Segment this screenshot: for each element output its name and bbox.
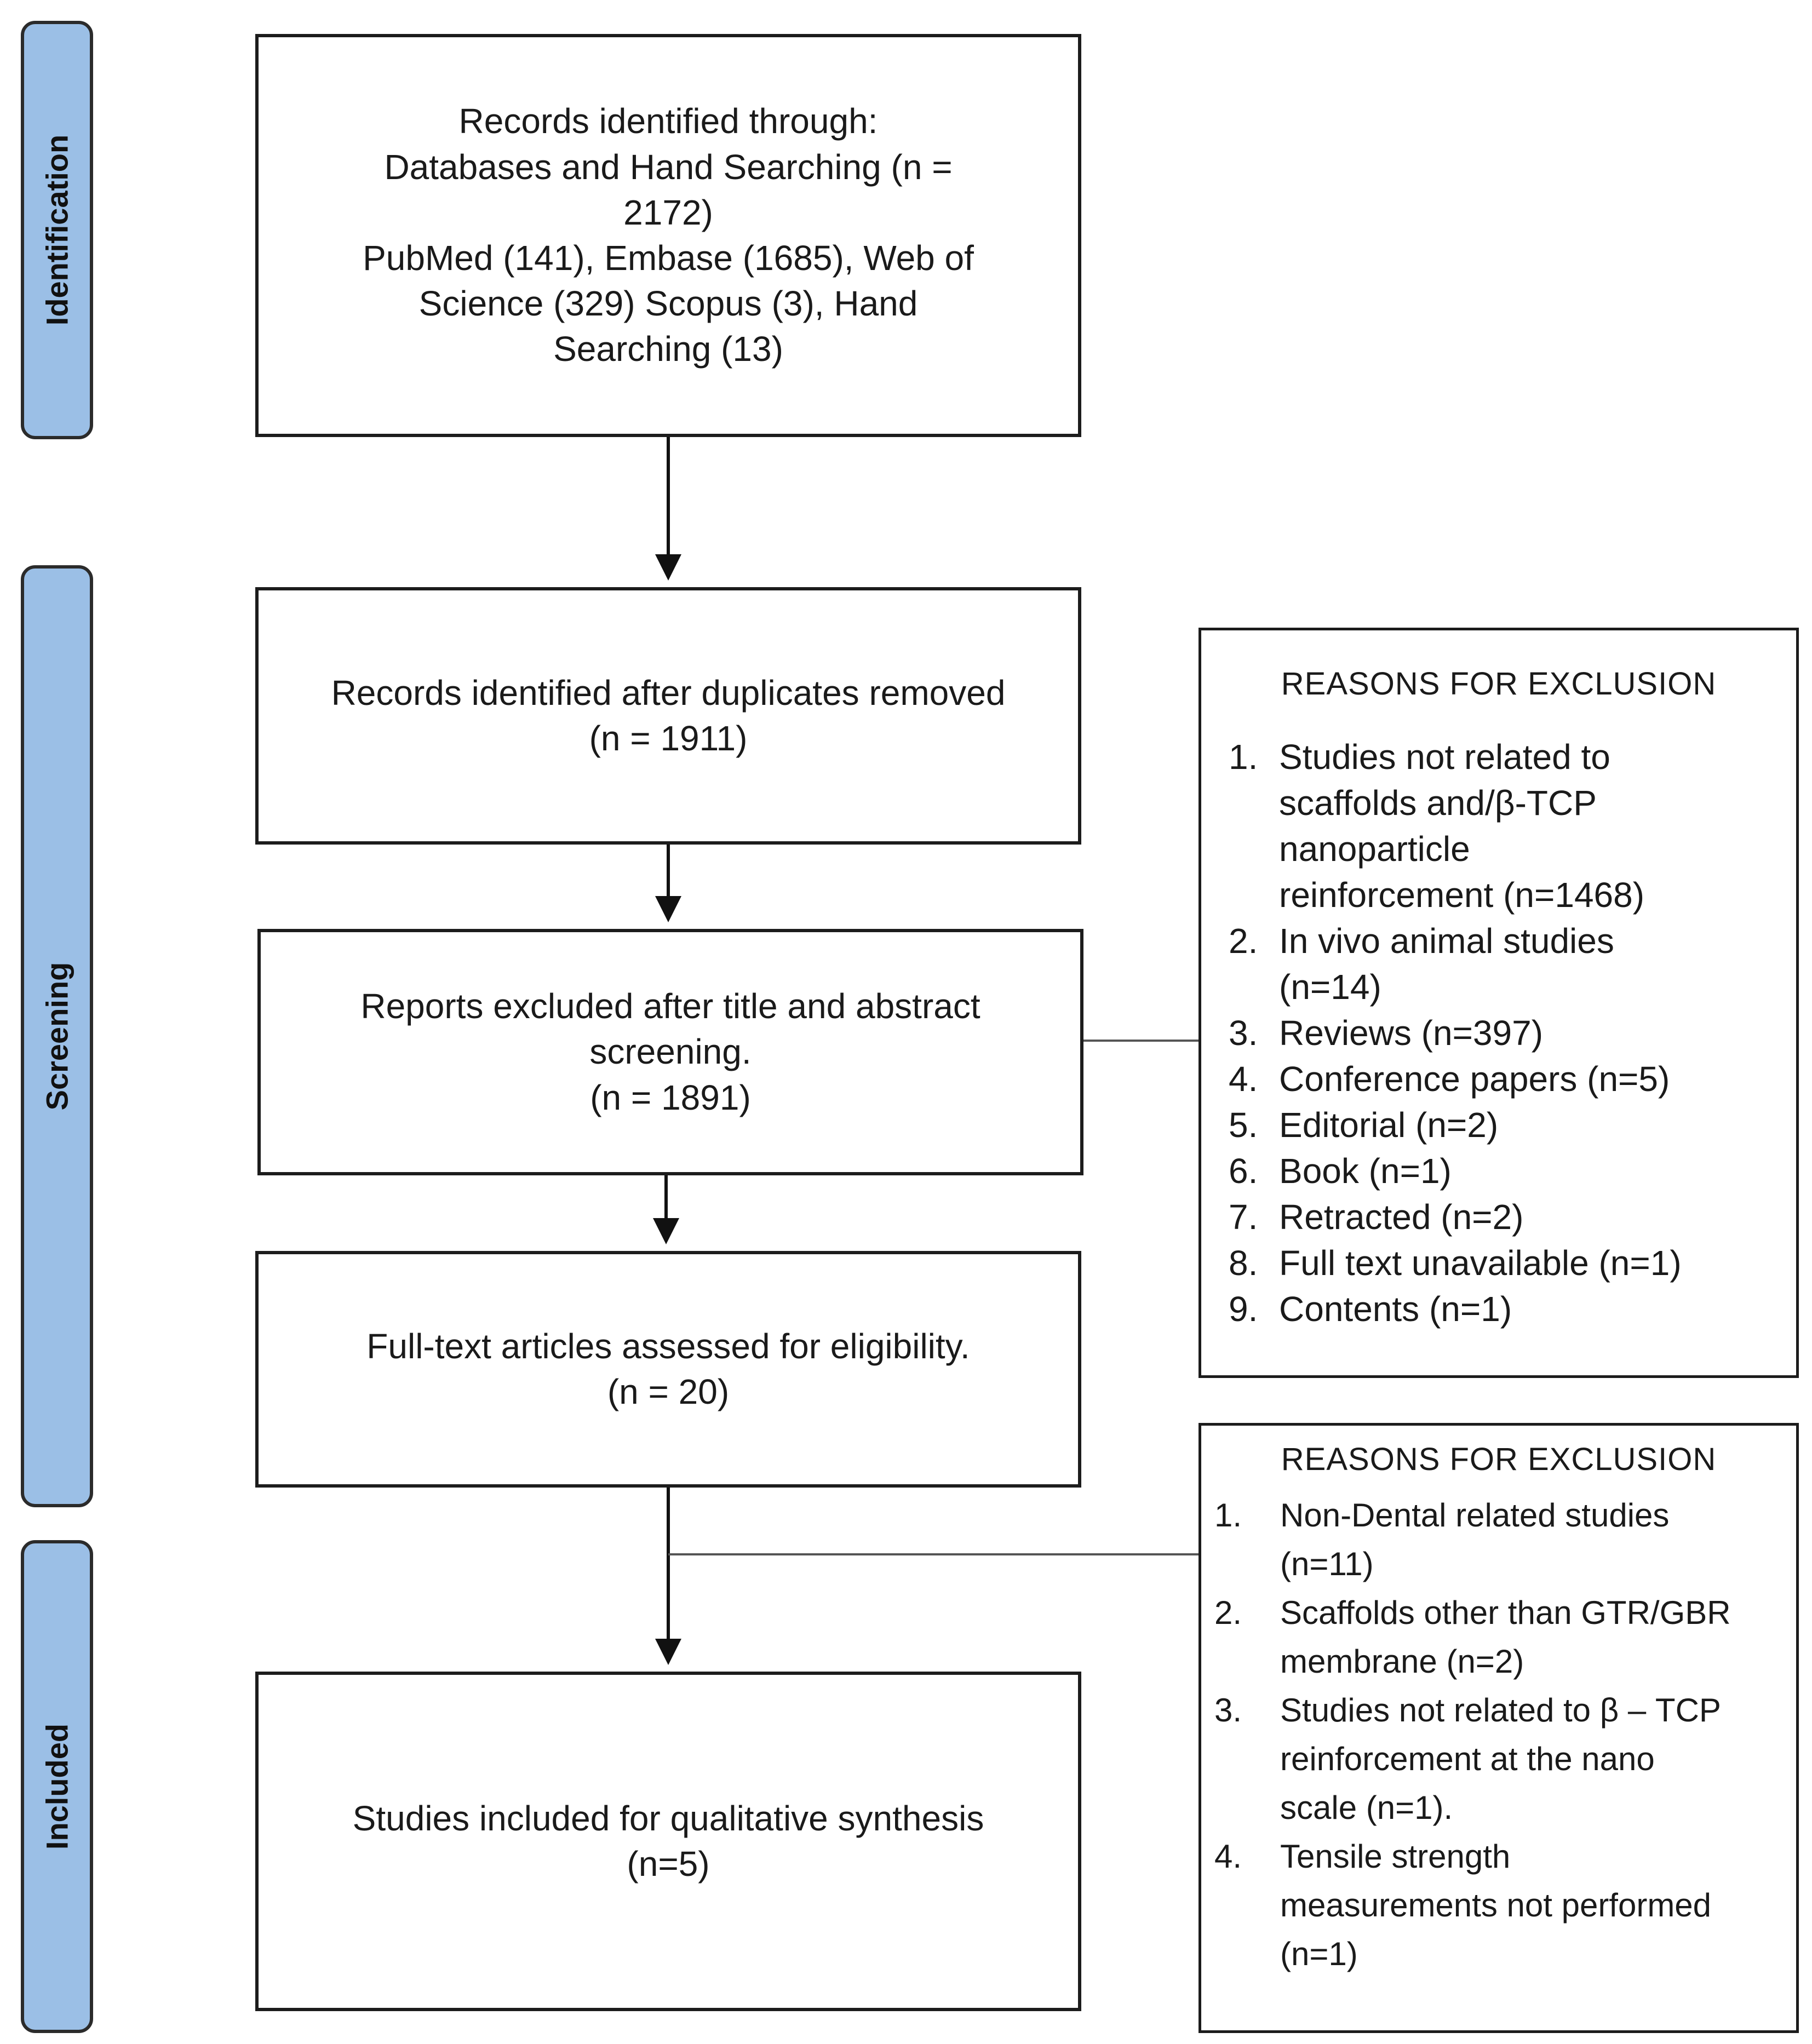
exclusion-1-item-num: 1. bbox=[1229, 737, 1258, 777]
exclusion-1-item-num: 5. bbox=[1229, 1105, 1258, 1145]
exclusion-2-title: REASONS FOR EXCLUSION bbox=[1281, 1442, 1717, 1477]
title-abstract-line-1: Reports excluded after title and abstrac… bbox=[360, 986, 980, 1026]
exclusion-2-item-1-line-2: (n=11) bbox=[1280, 1546, 1374, 1582]
exclusion-2-item: 4. Tensile strength measurements not per… bbox=[1214, 1832, 1774, 1978]
exclusion-2-item-2-line-1: Scaffolds other than GTR/GBR bbox=[1280, 1594, 1731, 1631]
exclusion-2-item-text: Non-Dental related studies (n=11) bbox=[1280, 1491, 1774, 1588]
exclusion-1-item-num: 8. bbox=[1229, 1243, 1258, 1283]
exclusion-1-item-num: 3. bbox=[1229, 1013, 1258, 1053]
exclusion-1-item-num: 2. bbox=[1229, 921, 1258, 961]
box-studies-included: Studies included for qualitative synthes… bbox=[255, 1672, 1081, 2011]
exclusion-2-item-4-line-1: Tensile strength bbox=[1280, 1838, 1511, 1875]
exclusion-2-item-text: Studies not related to β – TCP reinforce… bbox=[1280, 1686, 1774, 1832]
identified-line-6: Searching (13) bbox=[553, 329, 783, 369]
identified-line-5: Science (329) Scopus (3), Hand bbox=[418, 284, 918, 324]
box-exclusion-reasons-1: REASONS FOR EXCLUSION 1. Studies not rel… bbox=[1199, 628, 1799, 1378]
identified-line-3: 2172) bbox=[623, 192, 713, 232]
box-full-text-assessed: Full-text articles assessed for eligibil… bbox=[255, 1251, 1081, 1488]
title-abstract-line-2: screening. bbox=[589, 1032, 752, 1072]
exclusion-2-item-num: 3. bbox=[1214, 1692, 1242, 1729]
exclusion-2-item-text: Tensile strength measurements not perfor… bbox=[1280, 1832, 1774, 1978]
exclusion-1-list: 1. Studies not related to scaffolds and/… bbox=[1229, 734, 1774, 1332]
exclusion-2-item-num: 4. bbox=[1214, 1838, 1242, 1875]
exclusion-2-item-1-line-1: Non-Dental related studies bbox=[1280, 1497, 1670, 1534]
exclusion-2-item: 1. Non-Dental related studies (n=11) bbox=[1214, 1491, 1774, 1588]
full-text-line-2: (n = 20) bbox=[607, 1372, 730, 1411]
exclusion-1-item-1-line-4: reinforcement (n=1468) bbox=[1279, 875, 1645, 915]
duplicates-line-2: (n = 1911) bbox=[589, 719, 748, 758]
exclusion-1-item-1-line-2: scaffolds and/β-TCP bbox=[1279, 783, 1597, 823]
exclusion-1-item-2-line-2: (n=14) bbox=[1279, 967, 1381, 1007]
exclusion-1-item: 6. Book (n=1) bbox=[1229, 1148, 1774, 1194]
exclusion-2-item-2-line-2: membrane (n=2) bbox=[1280, 1643, 1524, 1680]
exclusion-1-item-text: Retracted (n=2) bbox=[1279, 1197, 1524, 1237]
exclusion-1-item: 4. Conference papers (n=5) bbox=[1229, 1056, 1774, 1102]
box-title-abstract-excluded-text: Reports excluded after title and abstrac… bbox=[261, 984, 1080, 1121]
included-line-1: Studies included for qualitative synthes… bbox=[352, 1798, 984, 1838]
identified-line-2: Databases and Hand Searching (n = bbox=[384, 147, 953, 187]
exclusion-1-item-text: Full text unavailable (n=1) bbox=[1279, 1243, 1682, 1283]
exclusion-1-item-num: 9. bbox=[1229, 1289, 1258, 1329]
exclusion-1-item: 7. Retracted (n=2) bbox=[1229, 1194, 1774, 1240]
exclusion-1-item: 8. Full text unavailable (n=1) bbox=[1229, 1240, 1774, 1286]
exclusion-1-item-1-line-1: Studies not related to bbox=[1279, 737, 1610, 777]
exclusion-2-item-3-line-1: Studies not related to β – TCP bbox=[1280, 1692, 1721, 1729]
title-abstract-line-3: (n = 1891) bbox=[590, 1077, 751, 1117]
exclusion-1-item-text: Conference papers (n=5) bbox=[1279, 1059, 1670, 1099]
exclusion-1-item-text: Studies not related to scaffolds and/β-T… bbox=[1279, 734, 1774, 918]
exclusion-1-item-num: 6. bbox=[1229, 1151, 1258, 1191]
exclusion-1-item-1-line-3: nanoparticle bbox=[1279, 829, 1470, 869]
box-duplicates-removed-text: Records identified after duplicates remo… bbox=[259, 670, 1078, 761]
stage-identification: Identification bbox=[21, 21, 93, 439]
exclusion-2-item: 2. Scaffolds other than GTR/GBR membrane… bbox=[1214, 1588, 1774, 1686]
exclusion-2-item: 3. Studies not related to β – TCP reinfo… bbox=[1214, 1686, 1774, 1832]
exclusion-1-item: 1. Studies not related to scaffolds and/… bbox=[1229, 734, 1774, 918]
exclusion-1-item-num: 7. bbox=[1229, 1197, 1258, 1237]
exclusion-2-item-text: Scaffolds other than GTR/GBR membrane (n… bbox=[1280, 1588, 1774, 1686]
exclusion-2-item-3-line-2: reinforcement at the nano bbox=[1280, 1741, 1655, 1777]
exclusion-2-item-3-line-3: scale (n=1). bbox=[1280, 1789, 1453, 1826]
exclusion-1-item: 3. Reviews (n=397) bbox=[1229, 1010, 1774, 1056]
box-studies-included-text: Studies included for qualitative synthes… bbox=[259, 1796, 1078, 1887]
exclusion-1-item-text: In vivo animal studies (n=14) bbox=[1279, 918, 1774, 1010]
exclusion-2-list: 1. Non-Dental related studies (n=11) 2. … bbox=[1214, 1491, 1774, 1978]
exclusion-1-item-text: Contents (n=1) bbox=[1279, 1289, 1512, 1329]
exclusion-1-item-text: Reviews (n=397) bbox=[1279, 1013, 1543, 1053]
exclusion-1-item: 9. Contents (n=1) bbox=[1229, 1286, 1774, 1332]
exclusion-1-item-text: Book (n=1) bbox=[1279, 1151, 1452, 1191]
exclusion-1-item-text: Editorial (n=2) bbox=[1279, 1105, 1499, 1145]
box-title-abstract-excluded: Reports excluded after title and abstrac… bbox=[257, 929, 1083, 1175]
exclusion-1-item-2-line-1: In vivo animal studies bbox=[1279, 921, 1614, 961]
box-full-text-assessed-text: Full-text articles assessed for eligibil… bbox=[259, 1324, 1078, 1415]
included-line-2: (n=5) bbox=[627, 1844, 710, 1884]
exclusion-1-item: 5. Editorial (n=2) bbox=[1229, 1102, 1774, 1148]
exclusion-2-item-4-line-3: (n=1) bbox=[1280, 1936, 1358, 1972]
exclusion-2-item-num: 1. bbox=[1214, 1497, 1242, 1534]
box-duplicates-removed: Records identified after duplicates remo… bbox=[255, 587, 1081, 845]
identified-line-1: Records identified through: bbox=[458, 101, 878, 141]
duplicates-line-1: Records identified after duplicates remo… bbox=[331, 673, 1006, 713]
box-records-identified-text: Records identified through: Databases an… bbox=[259, 99, 1078, 372]
exclusion-2-item-4-line-2: measurements not performed bbox=[1280, 1887, 1712, 1924]
exclusion-2-item-num: 2. bbox=[1214, 1594, 1242, 1631]
exclusion-1-item-num: 4. bbox=[1229, 1059, 1258, 1099]
box-exclusion-reasons-2: REASONS FOR EXCLUSION 1. Non-Dental rela… bbox=[1199, 1423, 1799, 2033]
stage-included: Included bbox=[21, 1540, 93, 2033]
exclusion-1-title: REASONS FOR EXCLUSION bbox=[1281, 666, 1717, 702]
stage-screening: Screening bbox=[21, 565, 93, 1507]
exclusion-1-item: 2. In vivo animal studies (n=14) bbox=[1229, 918, 1774, 1010]
box-records-identified: Records identified through: Databases an… bbox=[255, 34, 1081, 437]
full-text-line-1: Full-text articles assessed for eligibil… bbox=[366, 1326, 970, 1366]
identified-line-4: PubMed (141), Embase (1685), Web of bbox=[363, 238, 974, 278]
